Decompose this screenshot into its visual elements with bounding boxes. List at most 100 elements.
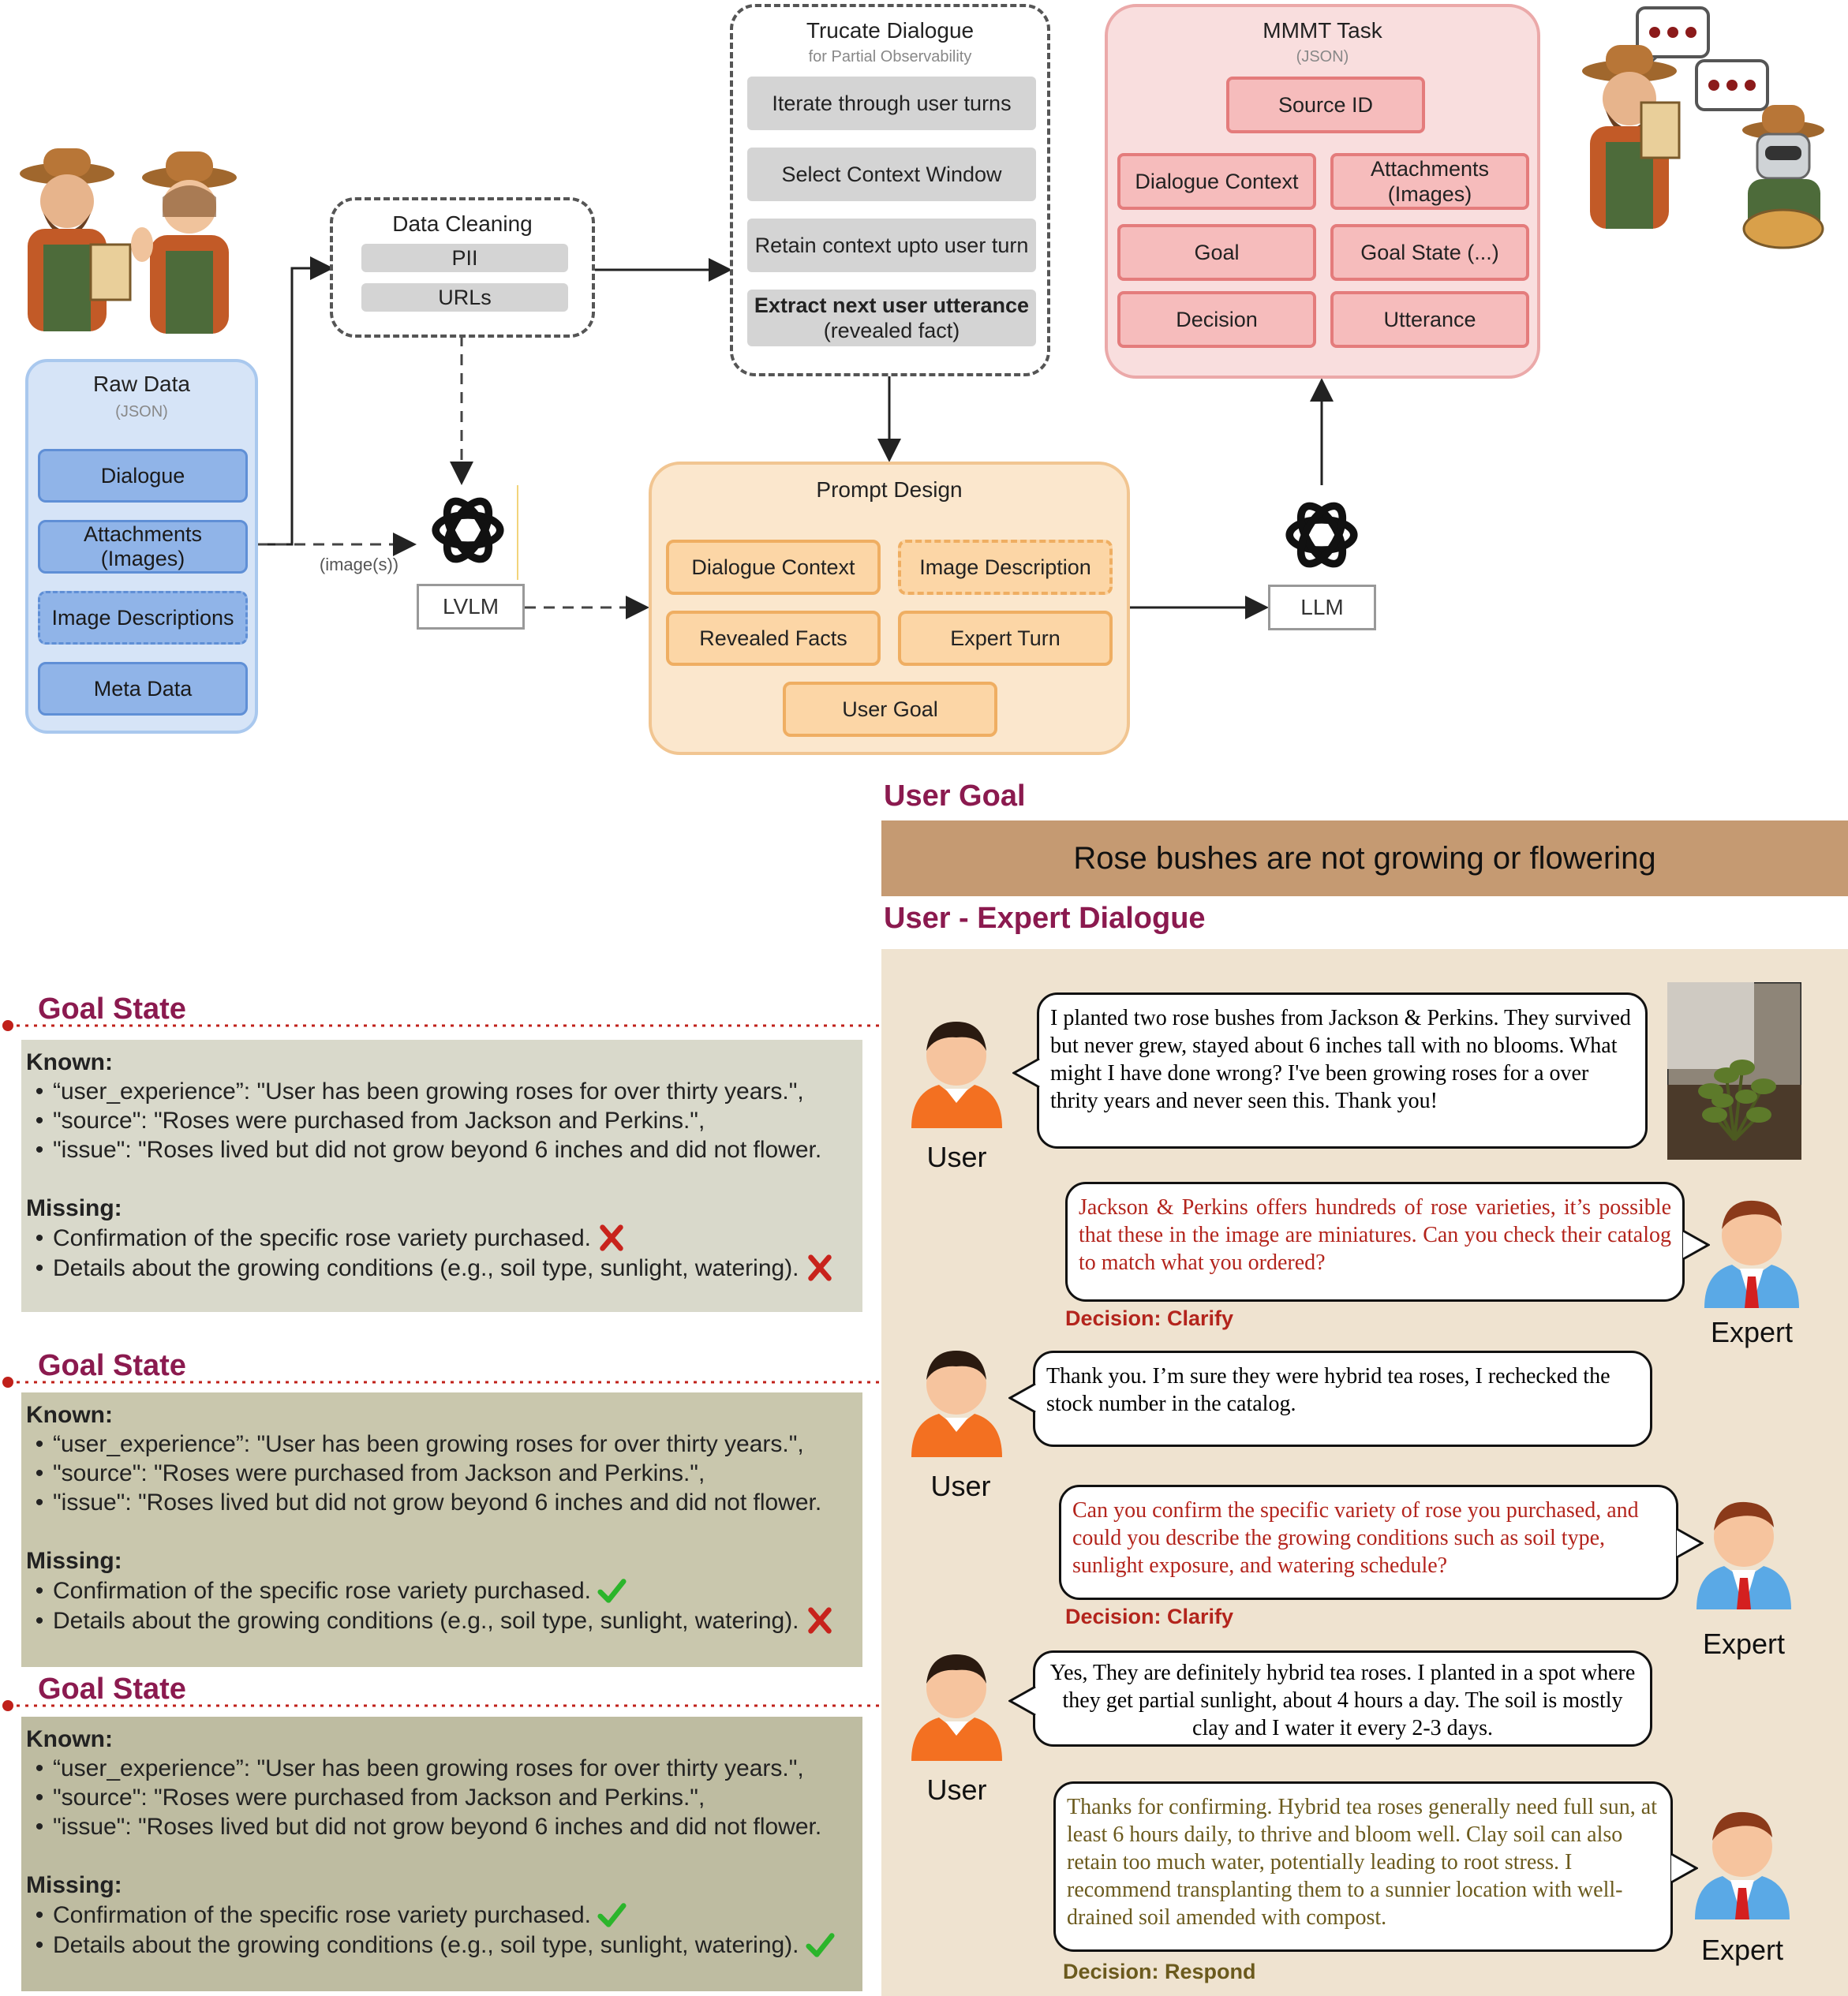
known-item: •“user_experience”: "User has been growi… bbox=[35, 1078, 804, 1105]
known-item: •“user_experience”: "User has been growi… bbox=[35, 1755, 804, 1781]
task-item-goal-state: Goal State (...) bbox=[1330, 224, 1529, 281]
task-item-attachments: Attachments (Images) bbox=[1330, 153, 1529, 210]
missing-item: •Confirmation of the specific rose varie… bbox=[26, 1575, 858, 1605]
known-label: Known: bbox=[26, 1726, 113, 1752]
expert-avatar-icon bbox=[1704, 1200, 1799, 1308]
bubble-tail bbox=[1012, 1057, 1040, 1089]
dialogue-heading: User - Expert Dialogue bbox=[884, 902, 1206, 935]
truncate-extract-sub: (revealed fact) bbox=[823, 319, 960, 342]
bubble-tail bbox=[1008, 1685, 1036, 1717]
expert-label: Expert bbox=[1702, 1628, 1786, 1660]
dialogue-turn-user-3: Yes, They are definitely hybrid tea rose… bbox=[1033, 1650, 1652, 1747]
known-item: •"issue": "Roses lived but did not grow … bbox=[35, 1137, 822, 1163]
flow-connectors bbox=[256, 256, 1334, 619]
raw-data-title: Raw Data bbox=[93, 372, 190, 396]
dialogue-turn-expert-1: Jackson & Perkins offers hundreds of ros… bbox=[1065, 1182, 1685, 1302]
rose-bush-photo bbox=[1667, 982, 1801, 1160]
known-item: •"source": "Roses were purchased from Ja… bbox=[35, 1460, 705, 1486]
task-item-goal: Goal bbox=[1117, 224, 1316, 281]
missing-item: •Details about the growing conditions (e… bbox=[26, 1930, 858, 1960]
known-label: Known: bbox=[26, 1049, 113, 1075]
goal-state-heading-3: Goal State bbox=[38, 1673, 186, 1706]
expert-label: Expert bbox=[1700, 1934, 1784, 1966]
prompt-design-panel: Prompt Design Dialogue Context Image Des… bbox=[649, 462, 1130, 755]
decision-label-2: Decision: Clarify bbox=[1065, 1605, 1234, 1628]
bubble-tail bbox=[1676, 1527, 1704, 1559]
truncate-step-extract: Extract next user utterance (revealed fa… bbox=[747, 290, 1036, 346]
raw-item-image-descriptions: Image Descriptions bbox=[38, 591, 248, 645]
expert-avatar-icon bbox=[1696, 1501, 1791, 1609]
bubble-tail bbox=[1008, 1382, 1036, 1414]
user-label: User bbox=[930, 1470, 991, 1502]
farmer-robot-chat-icon bbox=[1582, 6, 1824, 249]
cross-icon bbox=[600, 1224, 623, 1251]
known-item: •“user_experience”: "User has been growi… bbox=[35, 1431, 804, 1457]
prompt-item-user-goal: User Goal bbox=[783, 682, 997, 737]
truncate-extract-label: Extract next user utterance bbox=[754, 293, 1030, 317]
llm-box: LLM bbox=[1268, 585, 1376, 630]
truncate-title: Trucate Dialogue bbox=[806, 18, 975, 43]
prompt-item-expert-turn: Expert Turn bbox=[898, 611, 1113, 666]
known-item: •"issue": "Roses lived but did not grow … bbox=[35, 1490, 822, 1516]
known-item: •"source": "Roses were purchased from Ja… bbox=[35, 1108, 705, 1134]
dialogue-turn-expert-3: Thanks for confirming. Hybrid tea roses … bbox=[1053, 1781, 1673, 1952]
prompt-item-image-description: Image Description bbox=[898, 540, 1113, 595]
farmers-icon bbox=[20, 148, 237, 334]
data-cleaning-panel: Data Cleaning PII URLs bbox=[330, 197, 595, 338]
openai-logo-icon bbox=[1285, 502, 1358, 568]
missing-label: Missing: bbox=[26, 1872, 122, 1898]
check-icon bbox=[597, 1903, 627, 1927]
user-avatar-icon bbox=[911, 1654, 1002, 1761]
expert-avatar-icon bbox=[1695, 1811, 1790, 1919]
goal-state-connectors bbox=[2, 1020, 880, 1711]
decision-label-1: Decision: Clarify bbox=[1065, 1306, 1234, 1330]
dialogue-turn-user-2: Thank you. I’m sure they were hybrid tea… bbox=[1033, 1351, 1652, 1447]
goal-state-box-3: Known: •“user_experience”: "User has bee… bbox=[21, 1717, 862, 1991]
task-attachments-sub: (Images) bbox=[1387, 182, 1472, 206]
dialogue-turn-user-1: I planted two rose bushes from Jackson &… bbox=[1037, 992, 1648, 1149]
cleaning-item-pii: PII bbox=[361, 244, 568, 272]
raw-item-attachments: Attachments (Images) bbox=[38, 520, 248, 574]
goal-state-box-1: Known: •“user_experience”: "User has bee… bbox=[21, 1040, 862, 1312]
task-item-dialogue-context: Dialogue Context bbox=[1117, 153, 1316, 210]
openai-logo-icon bbox=[432, 497, 504, 563]
truncate-dialogue-panel: Trucate Dialogue for Partial Observabili… bbox=[730, 4, 1050, 376]
goal-state-heading-2: Goal State bbox=[38, 1349, 186, 1382]
expert-label: Expert bbox=[1710, 1316, 1794, 1348]
known-item: •"issue": "Roses lived but did not grow … bbox=[35, 1814, 822, 1840]
image-edge-label: (image(s)) bbox=[319, 555, 399, 574]
decision-label-3: Decision: Respond bbox=[1063, 1960, 1256, 1983]
dialogue-turn-expert-2: Can you confirm the specific variety of … bbox=[1059, 1485, 1678, 1600]
raw-data-subtitle: (JSON) bbox=[115, 403, 168, 421]
truncate-step-iterate: Iterate through user turns bbox=[747, 77, 1036, 130]
task-attachments-label: Attachments bbox=[1370, 157, 1490, 181]
truncate-subtitle: for Partial Observability bbox=[808, 48, 972, 65]
missing-label: Missing: bbox=[26, 1195, 122, 1221]
user-label: User bbox=[926, 1141, 987, 1173]
missing-label: Missing: bbox=[26, 1548, 122, 1574]
user-goal-heading: User Goal bbox=[884, 779, 1026, 813]
cross-icon bbox=[807, 1254, 832, 1281]
task-item-source-id: Source ID bbox=[1226, 77, 1425, 133]
bubble-tail bbox=[1670, 1852, 1698, 1884]
lvlm-accent-line bbox=[517, 485, 518, 580]
user-avatar-icon bbox=[911, 1351, 1002, 1457]
bubble-tail bbox=[1682, 1229, 1710, 1261]
missing-item: •Confirmation of the specific rose varie… bbox=[26, 1900, 858, 1930]
check-icon bbox=[597, 1579, 627, 1603]
user-label: User bbox=[926, 1774, 987, 1806]
task-subtitle: (JSON) bbox=[1296, 48, 1349, 65]
cross-icon bbox=[807, 1607, 832, 1634]
missing-item: •Details about the growing conditions (e… bbox=[26, 1253, 858, 1283]
missing-item: •Confirmation of the specific rose varie… bbox=[26, 1223, 858, 1253]
user-goal-text: Rose bushes are not growing or flowering bbox=[881, 820, 1848, 896]
prompt-item-revealed-facts: Revealed Facts bbox=[666, 611, 881, 666]
lvlm-box: LVLM bbox=[417, 584, 525, 630]
arrow-raw-to-cleaning bbox=[256, 256, 334, 546]
mmmt-task-panel: MMMT Task (JSON) Source ID Dialogue Cont… bbox=[1105, 4, 1540, 379]
goal-state-heading-1: Goal State bbox=[38, 992, 186, 1026]
raw-data-panel: Raw Data (JSON) Dialogue Attachments (Im… bbox=[25, 359, 258, 734]
user-avatar-icon bbox=[911, 1022, 1002, 1128]
goal-state-box-2: Known: •“user_experience”: "User has bee… bbox=[21, 1392, 862, 1667]
raw-item-meta-data: Meta Data bbox=[38, 662, 248, 716]
